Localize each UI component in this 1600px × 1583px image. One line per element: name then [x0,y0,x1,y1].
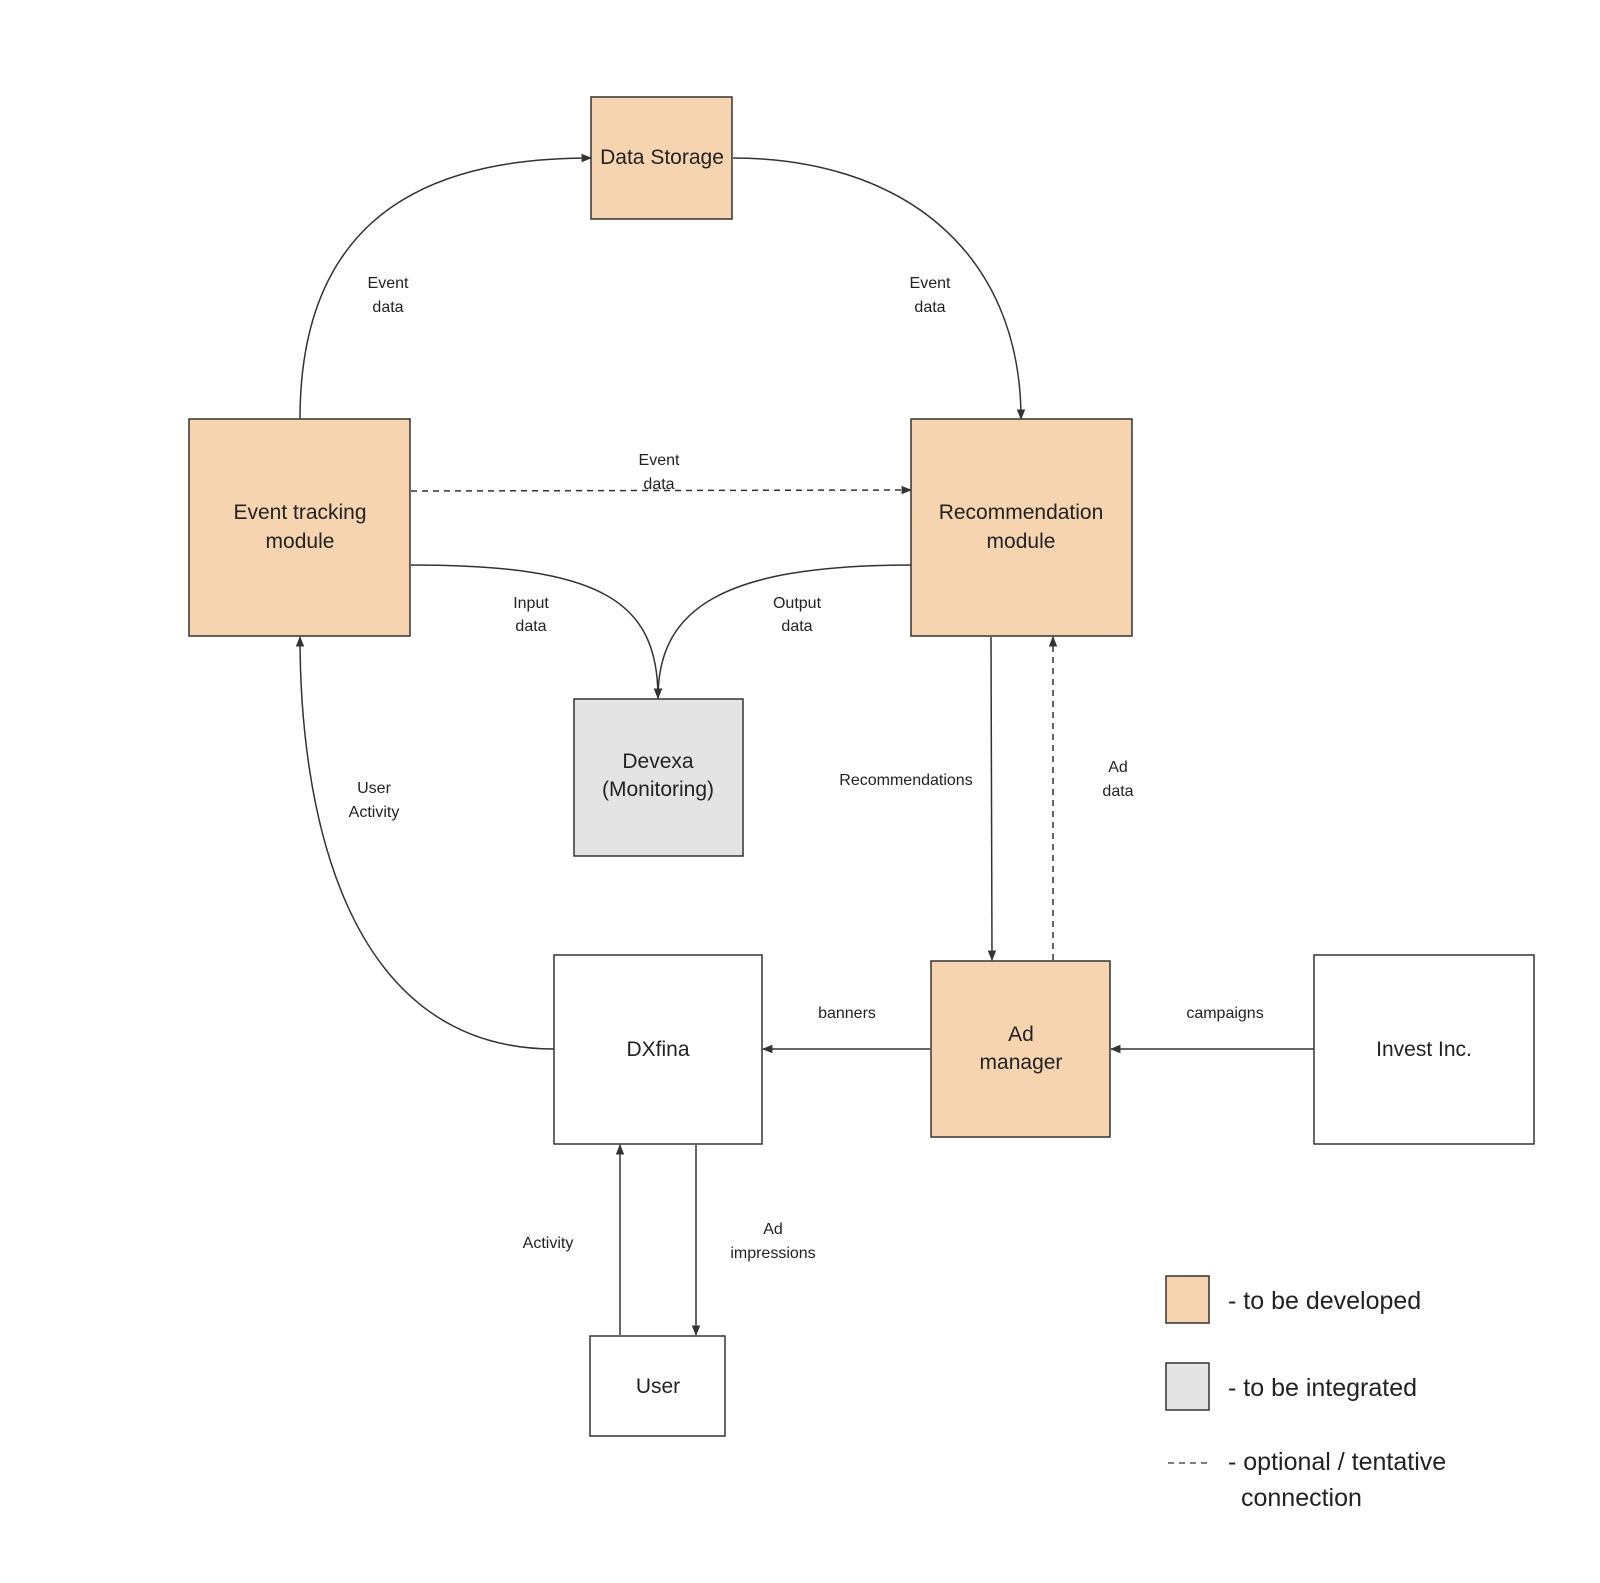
legend-optional-label-line1: - optional / tentative [1228,1448,1446,1476]
edge-ds-to-rec [732,157,1026,421]
edge-label-user-activity-line2: Activity [349,804,400,821]
node-data-storage-label: Data Storage [600,146,724,169]
edge-label-ad-impressions-line2: impressions [730,1245,815,1262]
node-data-storage-box [590,96,733,220]
edge-label-recommendations: Recommendations [839,772,972,789]
node-ad-manager-label-line2: manager [980,1051,1063,1074]
node-recommendation-label-line2: module [987,530,1056,553]
node-event-tracking-label-line1: Event tracking [233,501,366,524]
edge-label-ad-data-line2: data [1102,783,1133,800]
edge-et-to-ds [299,153,593,420]
edge-label-campaigns: campaigns [1186,1005,1263,1022]
node-devexa-label-line1: Devexa [622,750,694,773]
legend-optional-label-line2: connection [1241,1484,1362,1512]
edge-label-ds-to-rec-line1: Event [910,275,951,292]
node-user-box [589,1335,726,1437]
node-devexa: Devexa (Monitoring) [573,698,744,857]
edge-label-ds-to-rec-line2: data [914,299,945,316]
legend-integrate-label: - to be integrated [1228,1374,1417,1402]
edge-label-et-to-ds-line2: data [372,299,403,316]
node-event-tracking-box [188,418,411,637]
edge-label-user-activity-line1: User [357,780,391,797]
edge-label-input-line1: Input [513,595,549,612]
node-invest-inc-label: Invest Inc. [1376,1038,1472,1061]
edge-label-input-line2: data [515,618,546,635]
edge-labels: Event data Event data Event data Input d… [349,275,1264,1262]
node-event-tracking: Event tracking module [188,418,411,637]
edge-label-et-to-rec-line2: data [643,476,674,493]
node-invest-inc: Invest Inc. [1313,954,1535,1145]
edge-label-banners: banners [818,1005,876,1022]
edge-label-activity: Activity [523,1235,574,1252]
node-event-tracking-label-line2: module [266,530,335,553]
node-user: User [589,1335,726,1437]
node-dxfina-box [553,954,763,1145]
node-data-storage: Data Storage [590,96,733,220]
edge-dxfina-to-et [295,635,555,1050]
edge-et-to-devexa [410,564,663,700]
legend-integrate-swatch [1165,1362,1210,1411]
edge-label-et-to-ds-line1: Event [368,275,409,292]
node-ad-manager: Ad manager [930,960,1111,1138]
node-recommendation-label-line1: Recommendation [939,501,1104,524]
edge-rec-to-devexa [653,564,912,700]
edge-label-et-to-rec-line1: Event [639,452,680,469]
node-ad-manager-label-line1: Ad [1008,1023,1034,1046]
nodes: Data Storage Event tracking module Recom… [188,96,1535,1437]
edge-label-output-line2: data [781,618,812,635]
node-user-label: User [636,1375,680,1398]
edge-label-ad-data-line1: Ad [1108,759,1128,776]
node-recommendation: Recommendation module [910,418,1133,637]
node-devexa-box [573,698,744,857]
edges [295,153,1314,1337]
node-dxfina: DXfina [553,954,763,1145]
edge-label-output-line1: Output [773,595,822,612]
edge-rec-to-ad [987,636,997,962]
node-invest-inc-box [1313,954,1535,1145]
edge-label-ad-impressions-line1: Ad [763,1221,783,1238]
legend: - to be developed - to be integrated - o… [1165,1275,1446,1512]
node-dxfina-label: DXfina [626,1038,689,1061]
node-devexa-label-line2: (Monitoring) [602,778,714,801]
legend-develop-label: - to be developed [1228,1287,1421,1315]
node-recommendation-box [910,418,1133,637]
node-ad-manager-box [930,960,1111,1138]
legend-develop-swatch [1165,1275,1210,1324]
